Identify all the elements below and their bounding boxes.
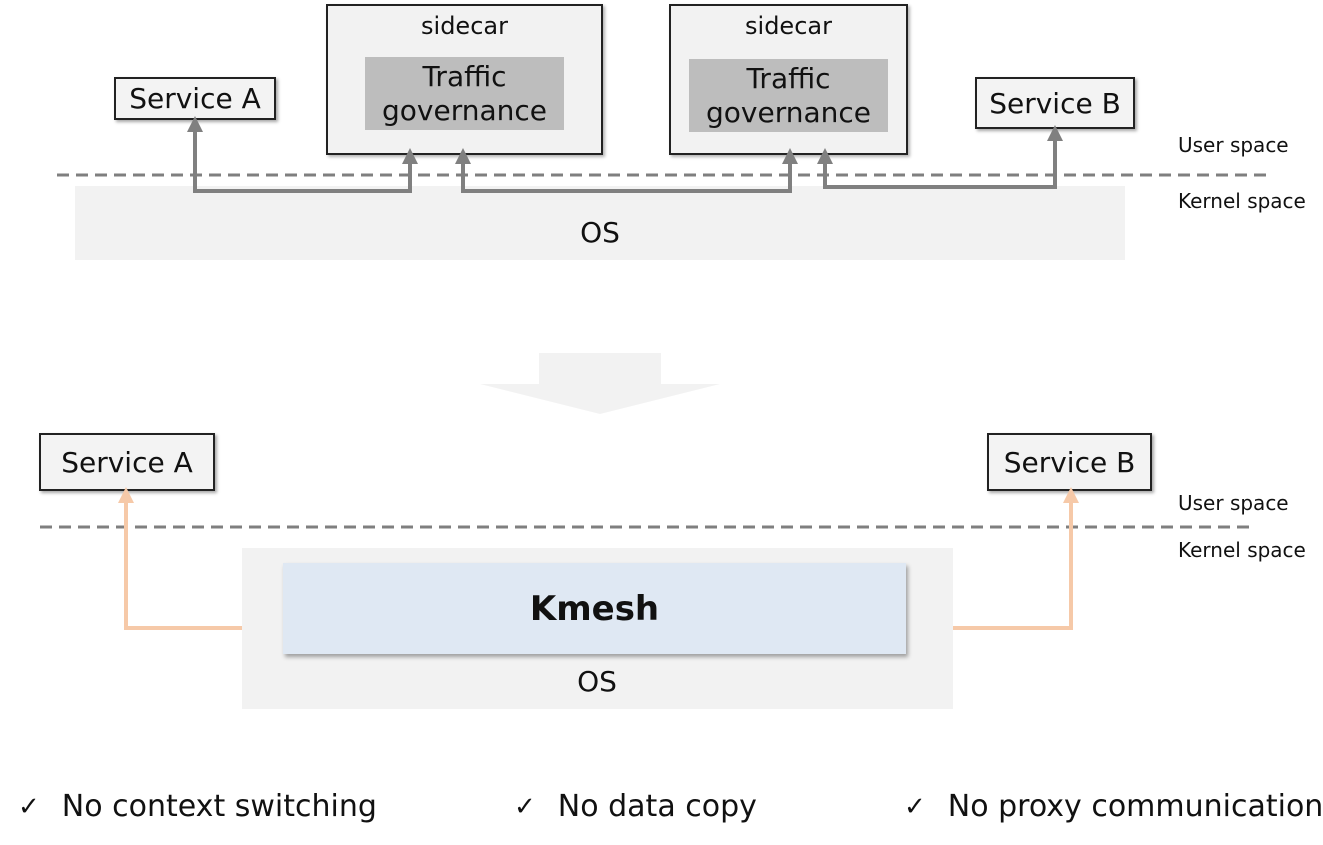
- top-os-band: [75, 186, 1125, 260]
- top-kernel-space-label: Kernel space: [1178, 189, 1306, 213]
- bottom-user-space-label: User space: [1178, 491, 1289, 515]
- top-service-b: Service B: [975, 77, 1135, 129]
- benefit-text: No proxy communication: [947, 789, 1323, 824]
- traffic-governance-right-line2: governance: [706, 95, 871, 129]
- kmesh-box: Kmesh: [283, 563, 906, 654]
- bottom-kernel-space-label: Kernel space: [1178, 538, 1306, 562]
- top-service-a: Service A: [114, 77, 276, 120]
- benefit-no-proxy-communication: ✓ No proxy communication: [904, 789, 1323, 824]
- benefit-text: No data copy: [557, 789, 757, 824]
- arrow-service-a-to-sidecar-left: [187, 116, 418, 193]
- benefit-no-context-switching: ✓ No context switching: [18, 789, 377, 824]
- top-user-space-label: User space: [1178, 133, 1289, 157]
- benefit-text: No context switching: [61, 789, 377, 824]
- arrow-sidecar-right-to-service-b: [817, 125, 1063, 189]
- check-icon: ✓: [904, 791, 926, 822]
- traffic-governance-right: Traffic governance: [689, 59, 888, 132]
- bottom-os-label: OS: [577, 665, 617, 698]
- bottom-service-a: Service A: [39, 433, 215, 491]
- transition-down-arrow: [480, 353, 720, 414]
- check-icon: ✓: [18, 791, 40, 822]
- arrow-kmesh-to-service-a: [118, 487, 242, 630]
- check-icon: ✓: [514, 791, 536, 822]
- benefit-no-data-copy: ✓ No data copy: [514, 789, 757, 824]
- arrow-kmesh-to-service-b: [953, 487, 1079, 630]
- arrow-sidecar-left-to-sidecar-right: [455, 148, 798, 193]
- sidecar-left-title: sidecar: [421, 12, 508, 40]
- sidecar-right-title: sidecar: [745, 12, 832, 40]
- traffic-governance-right-line1: Traffic: [746, 61, 831, 95]
- bottom-service-b: Service B: [987, 433, 1152, 491]
- top-os-label: OS: [580, 216, 620, 249]
- traffic-governance-left-line1: Traffic: [422, 59, 507, 93]
